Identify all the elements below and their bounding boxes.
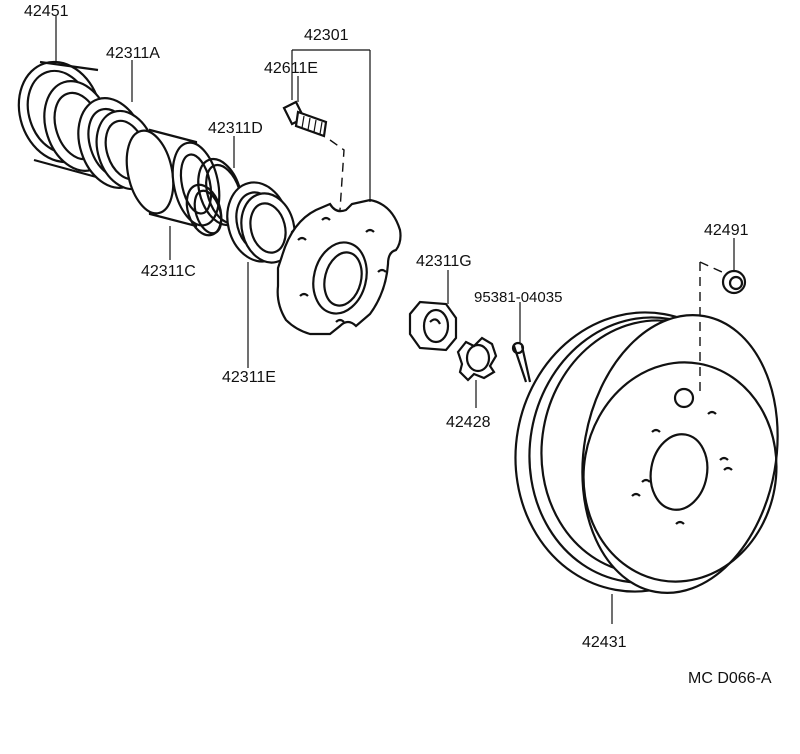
label-42301: 42301: [304, 27, 349, 44]
label-42311G: 42311G: [416, 253, 472, 270]
label-42311C: 42311C: [141, 263, 196, 280]
part-42431-brake-disc: [514, 311, 779, 594]
alignment-lines: [329, 139, 723, 392]
part-42428-nut-lock: [456, 336, 498, 382]
label-42311D: 42311D: [208, 120, 263, 137]
part-spacer-cylinder: [125, 128, 221, 228]
part-42311E-bearing: [226, 181, 296, 264]
part-42611E-hub-bolt: [282, 100, 328, 138]
label-42428: 42428: [446, 414, 491, 431]
label-42451: 42451: [24, 3, 69, 20]
label-42311E: 42311E: [222, 369, 276, 386]
part-95381-cotter-pin: [511, 341, 532, 383]
label-42311A: 42311A: [106, 45, 160, 62]
label-42491: 42491: [704, 222, 749, 239]
diagram-code: MC D066-A: [688, 670, 772, 687]
label-42431: 42431: [582, 634, 627, 651]
part-42491-plug: [721, 269, 747, 295]
part-42311G-lock-nut: [408, 300, 458, 352]
leader-lines: [55, 16, 735, 624]
part-42301-hub-flange: [276, 198, 402, 336]
label-42611E: 42611E: [264, 60, 318, 77]
label-95381-04035: 95381-04035: [474, 289, 562, 306]
